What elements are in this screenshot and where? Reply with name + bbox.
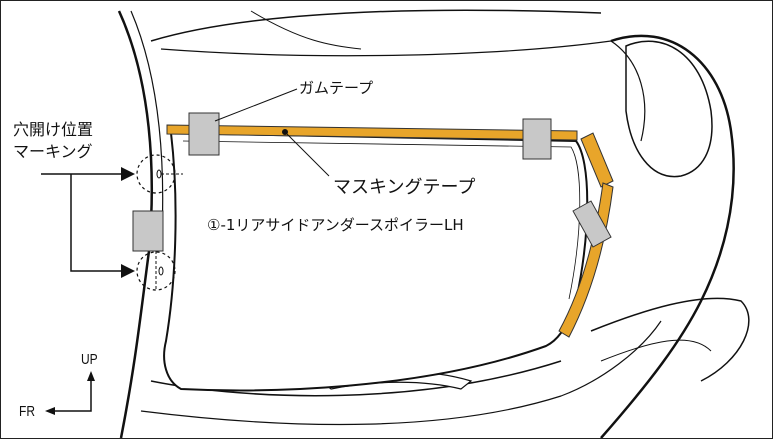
fr-label: FR	[19, 403, 35, 420]
gum-tape-pillar	[132, 210, 164, 252]
bumper-curve	[600, 339, 712, 362]
bumper-lower	[590, 297, 750, 382]
window-line	[250, 10, 362, 50]
roof-line	[150, 9, 602, 42]
masking-tape-leader-dot	[282, 129, 288, 135]
hole-marking-label-line2: マーキング	[13, 142, 93, 161]
marking-arrowhead-upper	[121, 167, 135, 181]
bumper-outline	[600, 34, 735, 438]
masking-tape-leader	[284, 131, 330, 177]
up-label: UP	[81, 351, 98, 368]
hole-marker-circle-upper	[136, 154, 176, 194]
upper-panel	[160, 40, 646, 142]
marking-arrowhead-lower	[121, 264, 135, 278]
tail-light	[625, 40, 713, 178]
hole-dot-lower	[158, 266, 164, 276]
hole-marking-label-line1: 穴開け位置	[13, 120, 94, 139]
gum-tape-side	[572, 200, 612, 248]
marking-arrow-lines	[41, 173, 123, 272]
spoiler-part-outline	[163, 131, 589, 392]
gum-tape-left	[188, 112, 220, 156]
masking-tape-label: マスキングテープ	[333, 177, 476, 198]
up-fr-arrows-icon	[45, 371, 95, 415]
part-name-label: ①-1リアサイドアンダースポイラーLH	[207, 216, 464, 234]
spoiler-part-inner	[182, 140, 581, 300]
gum-tape-leader	[214, 88, 298, 122]
gum-tape-label: ガムテープ	[299, 79, 374, 97]
gum-tape-right	[522, 118, 552, 160]
hole-dot-upper	[156, 169, 162, 179]
rocker-lower	[140, 320, 662, 426]
masking-tape-top	[166, 124, 578, 141]
masking-tape-corner	[580, 132, 614, 188]
hole-marker-circle-lower	[136, 251, 176, 291]
